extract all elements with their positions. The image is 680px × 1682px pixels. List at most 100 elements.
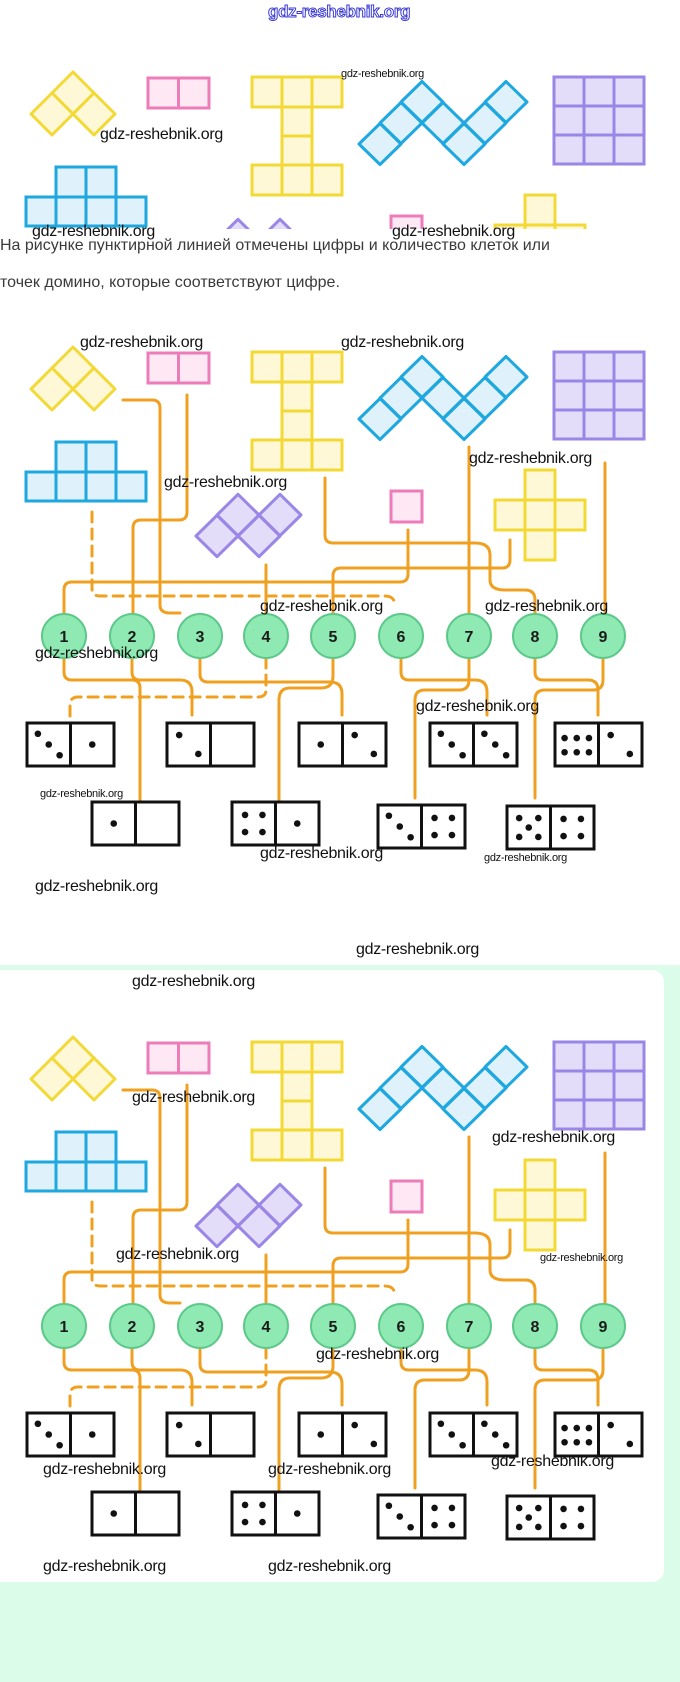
domino-pip <box>561 748 568 756</box>
purple-square-figure <box>552 379 586 412</box>
pink-single-cell-figure <box>389 214 424 229</box>
domino <box>25 721 116 768</box>
number-circle-shape <box>378 1303 424 1349</box>
number-circle: 9 <box>580 613 626 659</box>
purple-square-figure <box>612 408 646 441</box>
number-circle-shape <box>41 613 87 659</box>
connector-line <box>130 656 194 717</box>
domino <box>428 1411 519 1458</box>
domino-pip <box>535 1504 542 1512</box>
number-circle: 2 <box>109 613 155 659</box>
domino-pip <box>560 832 567 840</box>
number-circle: 7 <box>446 1303 492 1349</box>
number-label: 8 <box>531 629 540 646</box>
domino-pip <box>585 748 593 756</box>
number-circle: 3 <box>177 1303 223 1349</box>
domino-pip <box>515 833 523 841</box>
yellow-i-figure <box>280 134 314 167</box>
number-circle: 6 <box>378 1303 424 1349</box>
yellow-plus-figure <box>525 255 555 285</box>
number-label: 4 <box>262 629 271 646</box>
domino <box>376 803 467 850</box>
yellow-plus-figure <box>523 468 557 502</box>
number-circle-shape <box>177 1303 223 1349</box>
domino-pip <box>317 1431 325 1438</box>
purple-square-figure <box>612 350 646 383</box>
connector-line <box>62 1218 410 1306</box>
domino-pip <box>259 828 266 836</box>
watermark: gdz-reshebnik.org <box>132 973 255 990</box>
domino-pip <box>448 1431 456 1438</box>
connector-line <box>323 476 537 616</box>
domino <box>297 1411 388 1458</box>
number-circle: 1 <box>41 613 87 659</box>
domino-pip <box>561 1424 568 1432</box>
domino-pip <box>431 1504 438 1512</box>
domino-pip <box>502 751 510 759</box>
domino-pip <box>195 750 202 758</box>
yellow-plus-figure <box>523 1188 557 1222</box>
domino-pip <box>88 741 96 748</box>
pink-two-cell-figure <box>177 1041 211 1075</box>
purple-square-figure <box>552 408 586 441</box>
domino-pip <box>491 741 499 748</box>
purple-square-figure <box>612 104 646 137</box>
watermark: gdz-reshebnik.org <box>469 450 592 467</box>
domino-pip <box>577 815 585 823</box>
yellow-plus-figure <box>493 223 527 229</box>
purple-square-figure <box>582 350 616 383</box>
pink-two-cell-figure <box>177 76 211 110</box>
domino-pip <box>175 1421 183 1429</box>
yellow-plus-figure <box>523 498 557 532</box>
domino <box>230 800 321 847</box>
purple-square-figure <box>552 1040 586 1073</box>
watermark: gdz-reshebnik.org <box>492 1129 615 1146</box>
number-circle: 1 <box>41 1303 87 1349</box>
watermark: gdz-reshebnik.org <box>416 698 539 715</box>
domino-pip <box>241 1518 249 1526</box>
watermark: gdz-reshebnik.org <box>491 1453 614 1470</box>
purple-diamond-figure <box>268 217 292 229</box>
yellow-i-figure <box>280 1099 314 1132</box>
yellow-i-figure <box>280 409 314 442</box>
number-label: 8 <box>531 1319 540 1336</box>
site-watermark-header[interactable]: gdz-reshebnik.org <box>267 2 411 22</box>
domino-pip <box>56 1441 63 1449</box>
number-circle: 5 <box>310 613 356 659</box>
blue-t-figure <box>54 1130 88 1164</box>
number-circle: 2 <box>109 1303 155 1349</box>
yellow-plus-figure <box>493 498 527 532</box>
yellow-i-figure <box>250 163 284 197</box>
blue-t-figure <box>84 1160 118 1193</box>
yellow-plus-figure <box>553 223 587 229</box>
domino-pip <box>481 1420 488 1428</box>
connector-line <box>413 656 471 800</box>
blue-t-figure <box>114 195 148 228</box>
number-label: 5 <box>329 629 338 646</box>
purple-square-figure <box>582 133 616 166</box>
connector-line <box>533 656 605 800</box>
dashed-answer-line <box>68 1346 268 1412</box>
number-circle-shape <box>378 613 424 659</box>
domino-pip <box>351 1421 358 1429</box>
blue-t-figure <box>84 195 118 228</box>
connector-line <box>62 528 410 616</box>
number-circle: 8 <box>512 1303 558 1349</box>
yellow-i-figure <box>280 350 314 384</box>
domino-pip <box>370 750 378 758</box>
blue-t-figure <box>24 470 58 503</box>
yellow-i-figure <box>310 1040 344 1074</box>
watermark: gdz-reshebnik.org <box>268 1461 391 1478</box>
domino-pip <box>561 1438 568 1446</box>
blue-zigzag-figure <box>483 80 529 124</box>
connector-line <box>62 656 142 802</box>
yellow-plus-figure <box>523 193 557 227</box>
dashed-answer-line <box>68 656 268 722</box>
watermark: gdz-reshebnik.org <box>341 68 424 80</box>
purple-square-figure <box>552 350 586 383</box>
domino-pip <box>431 831 438 839</box>
domino-pip <box>560 1522 567 1530</box>
domino-pip <box>437 730 445 738</box>
connector-line <box>130 1346 194 1407</box>
